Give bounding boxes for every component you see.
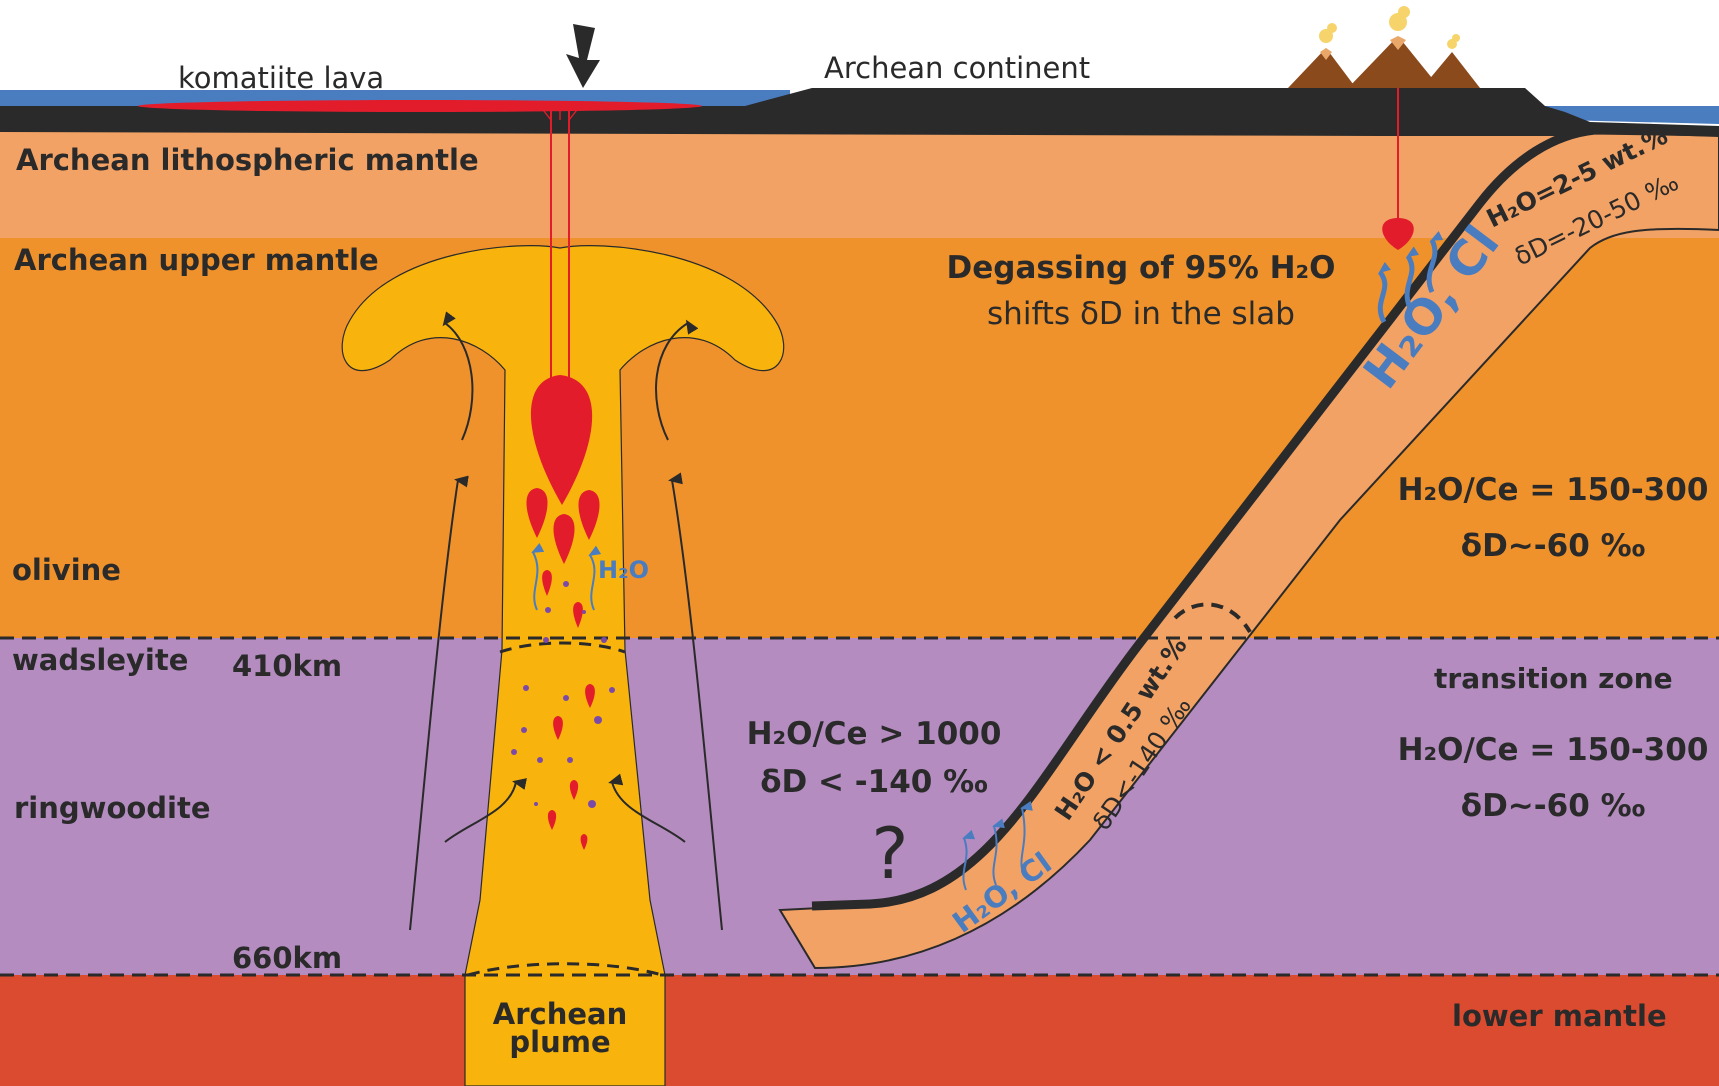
- depth-660-label: 660km: [232, 941, 342, 975]
- upper-mantle-label: Archean upper mantle: [14, 243, 379, 277]
- lower-mantle-layer: [0, 975, 1719, 1086]
- plume-label-line2: plume: [509, 1025, 610, 1059]
- lithospheric-mantle-label: Archean lithospheric mantle: [16, 143, 479, 177]
- upper-mantle-dd: δD~-60 ‰: [1461, 528, 1645, 564]
- mineral-specks: [511, 581, 615, 808]
- transition-zone-label: transition zone: [1434, 662, 1673, 695]
- conduit-branches: [539, 104, 581, 121]
- slab-top-crust: [811, 125, 1719, 911]
- mantle-plume: [341, 245, 785, 1086]
- slab-dashed-boundary: [1173, 602, 1252, 634]
- plume-h2o-label: H₂O: [598, 556, 649, 584]
- volcano-group: [1288, 6, 1480, 88]
- komatiite-lava-label: komatiite lava: [178, 61, 384, 95]
- mantle-flow-arrows: [409, 311, 723, 931]
- magma-droplets: [526, 218, 1414, 850]
- transition-zone-dd: δD~-60 ‰: [1461, 788, 1645, 824]
- wadsleyite-label: wadsleyite: [12, 643, 188, 677]
- transition-zone-ratio: H₂O/Ce = 150-300: [1398, 732, 1709, 768]
- archean-continent-label: Archean continent: [824, 51, 1090, 85]
- slab-fluid-arrows-upper: [1377, 231, 1444, 324]
- upper-mantle-ratio: H₂O/Ce = 150-300: [1398, 472, 1709, 508]
- deep-slab-dd: δD < -140 ‰: [760, 764, 988, 800]
- plume-label-line1: Archean: [493, 997, 627, 1031]
- komatiite-lava-flow: [138, 100, 702, 112]
- ringwoodite-label: ringwoodite: [14, 791, 211, 825]
- degassing-sublabel: shifts δD in the slab: [987, 296, 1295, 332]
- plume-410-boundary: [499, 641, 626, 654]
- lower-mantle-label: lower mantle: [1452, 999, 1667, 1033]
- slab-fluid-arrows-lower: [962, 801, 1033, 891]
- lithospheric-mantle-layer: [0, 130, 1719, 238]
- question-mark: ?: [871, 813, 908, 895]
- olivine-label: olivine: [12, 553, 121, 587]
- plume-h2o-arrows: [531, 542, 602, 611]
- depth-410-label: 410km: [232, 649, 342, 683]
- plume-660-boundary: [467, 962, 663, 977]
- down-arrow-icon: [566, 24, 600, 88]
- degassing-label: Degassing of 95% H₂O: [947, 250, 1336, 286]
- crust: [0, 88, 1719, 136]
- deep-slab-ratio: H₂O/Ce > 1000: [747, 716, 1002, 752]
